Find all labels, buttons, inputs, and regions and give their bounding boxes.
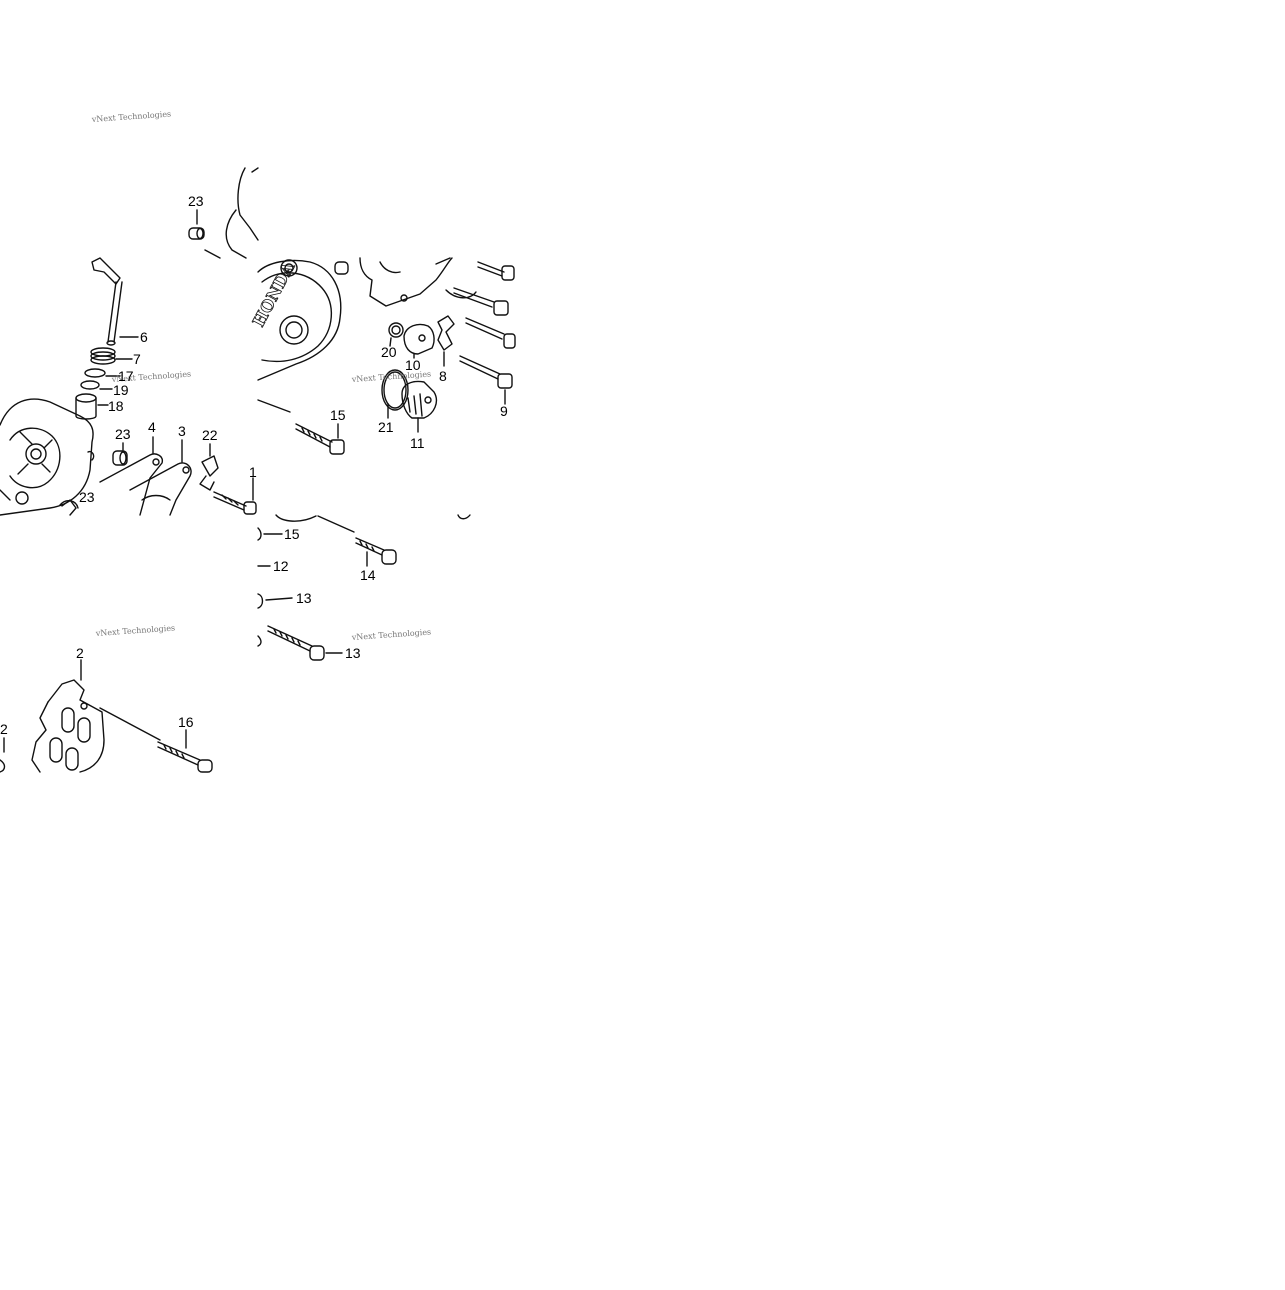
nut-13-upper xyxy=(257,593,293,609)
dowel-pin-23-low xyxy=(61,499,77,516)
callout-14: 14 xyxy=(360,567,376,583)
bolt-16 xyxy=(99,707,213,773)
callout-17: 17 xyxy=(118,368,134,384)
washer-19 xyxy=(80,380,113,390)
bolt-13-lower xyxy=(267,625,343,661)
callout-labels: 23 6 7 17 19 18 23 4 3 22 1 23 20 10 8 9… xyxy=(0,193,508,737)
callout-19: 19 xyxy=(113,382,129,398)
callout-16: 16 xyxy=(178,714,194,730)
callout-23-low: 23 xyxy=(79,489,95,505)
washer-20 xyxy=(388,322,404,347)
guard-2 xyxy=(31,659,105,773)
dowel-pin-23-top xyxy=(188,227,205,240)
brand-lettering: HONDA xyxy=(249,259,299,330)
callout-3: 3 xyxy=(178,423,186,439)
callout-23-top: 23 xyxy=(188,193,204,209)
bolt-15-upper xyxy=(295,423,345,455)
callout-23-mid: 23 xyxy=(115,426,131,442)
clamp-8 xyxy=(437,315,455,367)
bolt-1 xyxy=(213,477,257,515)
callout-18: 18 xyxy=(108,398,124,414)
tile-lower-center xyxy=(257,514,471,661)
callout-10: 10 xyxy=(405,357,421,373)
callout-15-lower: 15 xyxy=(284,526,300,542)
watermark-group: vNext Technologies vNext Technologies vN… xyxy=(91,109,432,642)
callout-8: 8 xyxy=(439,368,447,384)
callout-11: 11 xyxy=(410,435,425,451)
o-ring-21 xyxy=(381,369,409,419)
bolt-14 xyxy=(317,515,397,567)
callout-12: 12 xyxy=(273,558,289,574)
cover-3 xyxy=(129,439,192,516)
shift-arm-6 xyxy=(91,257,139,346)
housing-body xyxy=(0,398,95,516)
callout-21: 21 xyxy=(378,419,394,435)
bolts-right-stack xyxy=(453,261,516,405)
gasket-4 xyxy=(99,436,163,516)
callout-13-upper: 13 xyxy=(296,590,312,606)
callout-20: 20 xyxy=(381,344,397,360)
callout-22: 22 xyxy=(202,427,218,443)
callout-2-guard: 2 xyxy=(76,645,84,661)
callout-13-lower: 13 xyxy=(345,645,361,661)
callout-15-upper: 15 xyxy=(330,407,346,423)
clip-22 xyxy=(199,443,219,491)
watermark-4: vNext Technologies xyxy=(95,623,176,638)
watermark-5: vNext Technologies xyxy=(351,627,432,642)
tile-bottom-left xyxy=(0,659,213,773)
watermark-1: vNext Technologies xyxy=(91,109,172,124)
tile-mid-center xyxy=(257,257,516,455)
tile-top-left xyxy=(188,167,259,259)
callout-7: 7 xyxy=(133,351,141,367)
callout-4: 4 xyxy=(148,419,156,435)
dowel-pin-23-mid xyxy=(112,442,128,466)
plug-11 xyxy=(401,380,438,433)
callout-9: 9 xyxy=(500,403,508,419)
tile-mid-left xyxy=(0,257,257,516)
callout-2-left: 2 xyxy=(0,721,8,737)
washer-17 xyxy=(84,368,121,378)
spring-7 xyxy=(90,347,133,365)
cap-10 xyxy=(403,323,435,359)
callout-6: 6 xyxy=(140,329,148,345)
callout-1: 1 xyxy=(249,464,257,480)
collar-18 xyxy=(75,393,109,420)
